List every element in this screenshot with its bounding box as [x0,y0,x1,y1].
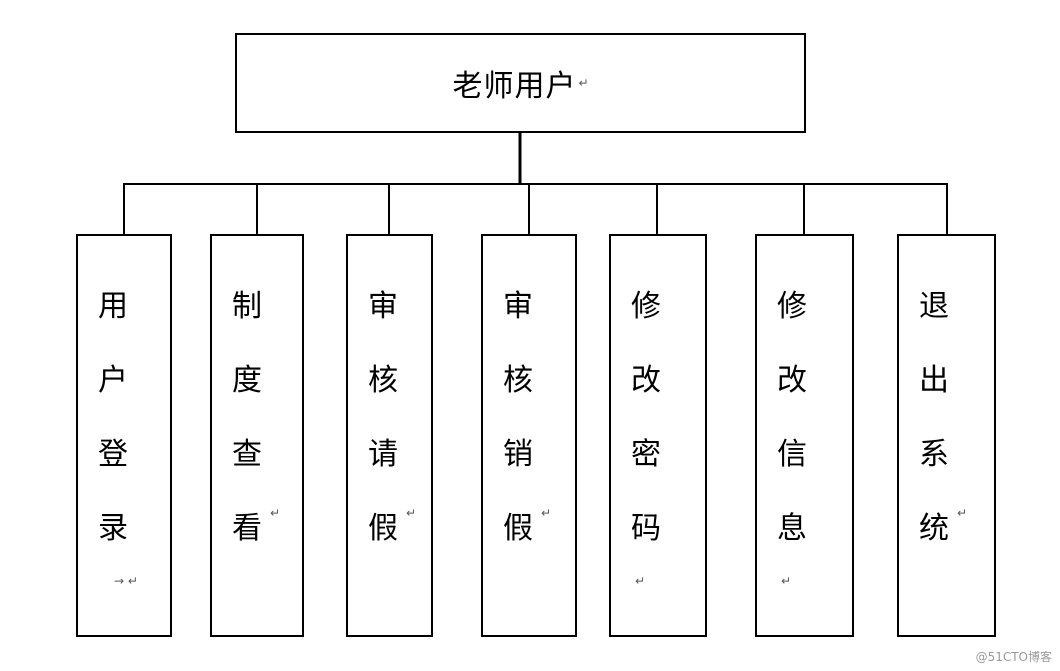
paragraph-mark-icon: ↵ [781,574,792,588]
child-node-exit-system: 退出系统 ↵ [897,234,996,637]
paragraph-mark-icon: ↵ [270,506,281,520]
child-node-user-login: 用户登录 → ↵ [76,234,172,637]
paragraph-mark-icon: ↵ [957,506,968,520]
child-node-review-return: 审核销假 ↵ [481,234,577,637]
paragraph-mark-icon: ↵ [578,76,589,90]
child-label: 修改信息 [777,289,807,546]
paragraph-mark-icon: ↵ [541,506,552,520]
child-label: 用户登录 [98,289,128,546]
child-label: 退出系统 [919,289,949,546]
child-label: 审核销假 [503,289,533,546]
child-label: 审核请假 [368,289,398,546]
child-node-edit-info: 修改信息 ↵ [755,234,854,637]
paragraph-mark-icon: ↵ [406,506,417,520]
child-label: 修改密码 [631,289,661,546]
child-node-review-leave: 审核请假 ↵ [346,234,433,637]
paragraph-mark-icon: ↵ [635,574,646,588]
watermark: @51CTO博客 [975,650,1052,664]
child-node-change-password: 修改密码 ↵ [609,234,707,637]
paragraph-mark-icon: → ↵ [114,574,138,588]
child-node-policy-view: 制度查看 ↵ [210,234,304,637]
root-node: 老师用户↵ [235,33,806,133]
child-label: 制度查看 [232,289,262,546]
root-label: 老师用户 [452,69,577,104]
